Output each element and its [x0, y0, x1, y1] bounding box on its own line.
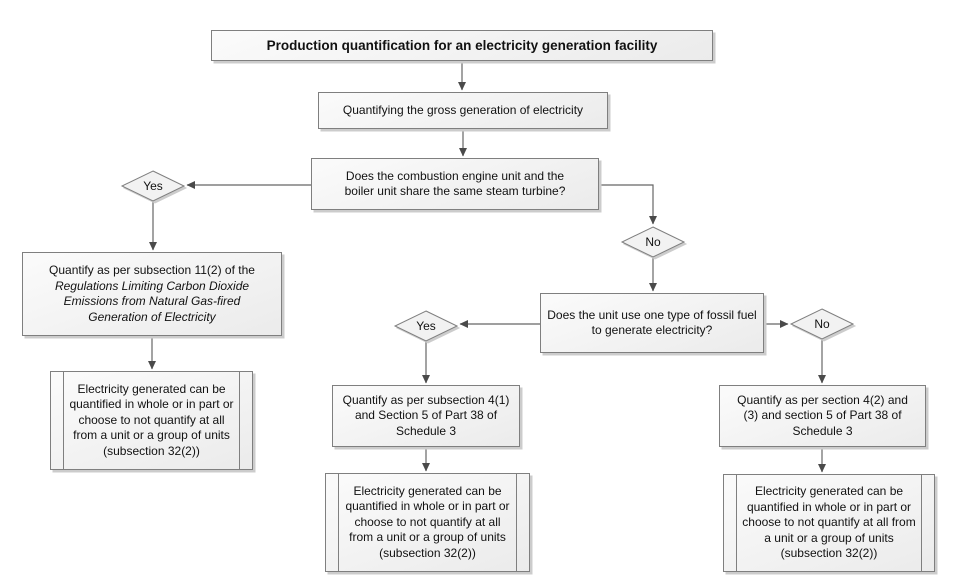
outcome-middle-box: Electricity generated can be quantified … [325, 473, 530, 572]
decision-fossil-fuel-type: Does the unit use one type of fossil fue… [540, 293, 764, 353]
process-subsection-11-2-label: Quantify as per subsection 11(2) of the … [36, 263, 268, 325]
diamond-shape [120, 170, 186, 202]
yes-diamond-1: Yes [120, 170, 186, 202]
process-subsection-4-1: Quantify as per subsection 4(1) and Sect… [332, 385, 520, 447]
diamond-shape [789, 308, 855, 340]
decision-fossil-fuel-type-label: Does the unit use one type of fossil fue… [547, 307, 757, 338]
diamond-shape [393, 310, 459, 342]
no-diamond-2: No [789, 308, 855, 340]
double-border-right [239, 372, 240, 469]
double-border-left [338, 474, 339, 571]
process-subsection-4-1-label: Quantify as per subsection 4(1) and Sect… [342, 392, 510, 438]
no-label-1: No [645, 234, 661, 249]
yes-label-1: Yes [143, 178, 163, 193]
double-border-left [63, 372, 64, 469]
decision-same-steam-turbine: Does the combustion engine unit and the … [311, 158, 599, 210]
double-border-right [516, 474, 517, 571]
process-section-4-2-3: Quantify as per section 4(2) and (3) and… [719, 385, 926, 447]
connector-decision1-to-no1 [599, 184, 657, 225]
double-border-left [736, 475, 737, 571]
page-title: Production quantification for an electri… [266, 37, 658, 53]
outcome-right-label: Electricity generated can be quantified … [742, 484, 916, 561]
no-diamond-1: No [620, 226, 686, 258]
decision-same-steam-turbine-label: Does the combustion engine unit and the … [344, 168, 566, 199]
yes-diamond-2: Yes [393, 310, 459, 342]
process-subsection-11-2: Quantify as per subsection 11(2) of the … [22, 252, 282, 336]
regulations-title-italic: Regulations Limiting Carbon Dioxide Emis… [54, 278, 250, 324]
process-quantify-gross: Quantifying the gross generation of elec… [318, 92, 608, 129]
outcome-left-label: Electricity generated can be quantified … [69, 381, 234, 458]
title-box: Production quantification for an electri… [211, 30, 713, 61]
process-quantify-gross-label: Quantifying the gross generation of elec… [342, 102, 584, 117]
process-subsection-11-2-plain: Quantify as per subsection 11(2) of the [49, 263, 255, 277]
outcome-left-box: Electricity generated can be quantified … [50, 371, 253, 470]
yes-label-2: Yes [416, 318, 436, 333]
no-label-2: No [814, 316, 830, 331]
diamond-shape [620, 226, 686, 258]
process-section-4-2-3-label: Quantify as per section 4(2) and (3) and… [737, 392, 908, 438]
outcome-middle-label: Electricity generated can be quantified … [345, 483, 510, 560]
outcome-right-box: Electricity generated can be quantified … [723, 474, 935, 572]
double-border-right [921, 475, 922, 571]
